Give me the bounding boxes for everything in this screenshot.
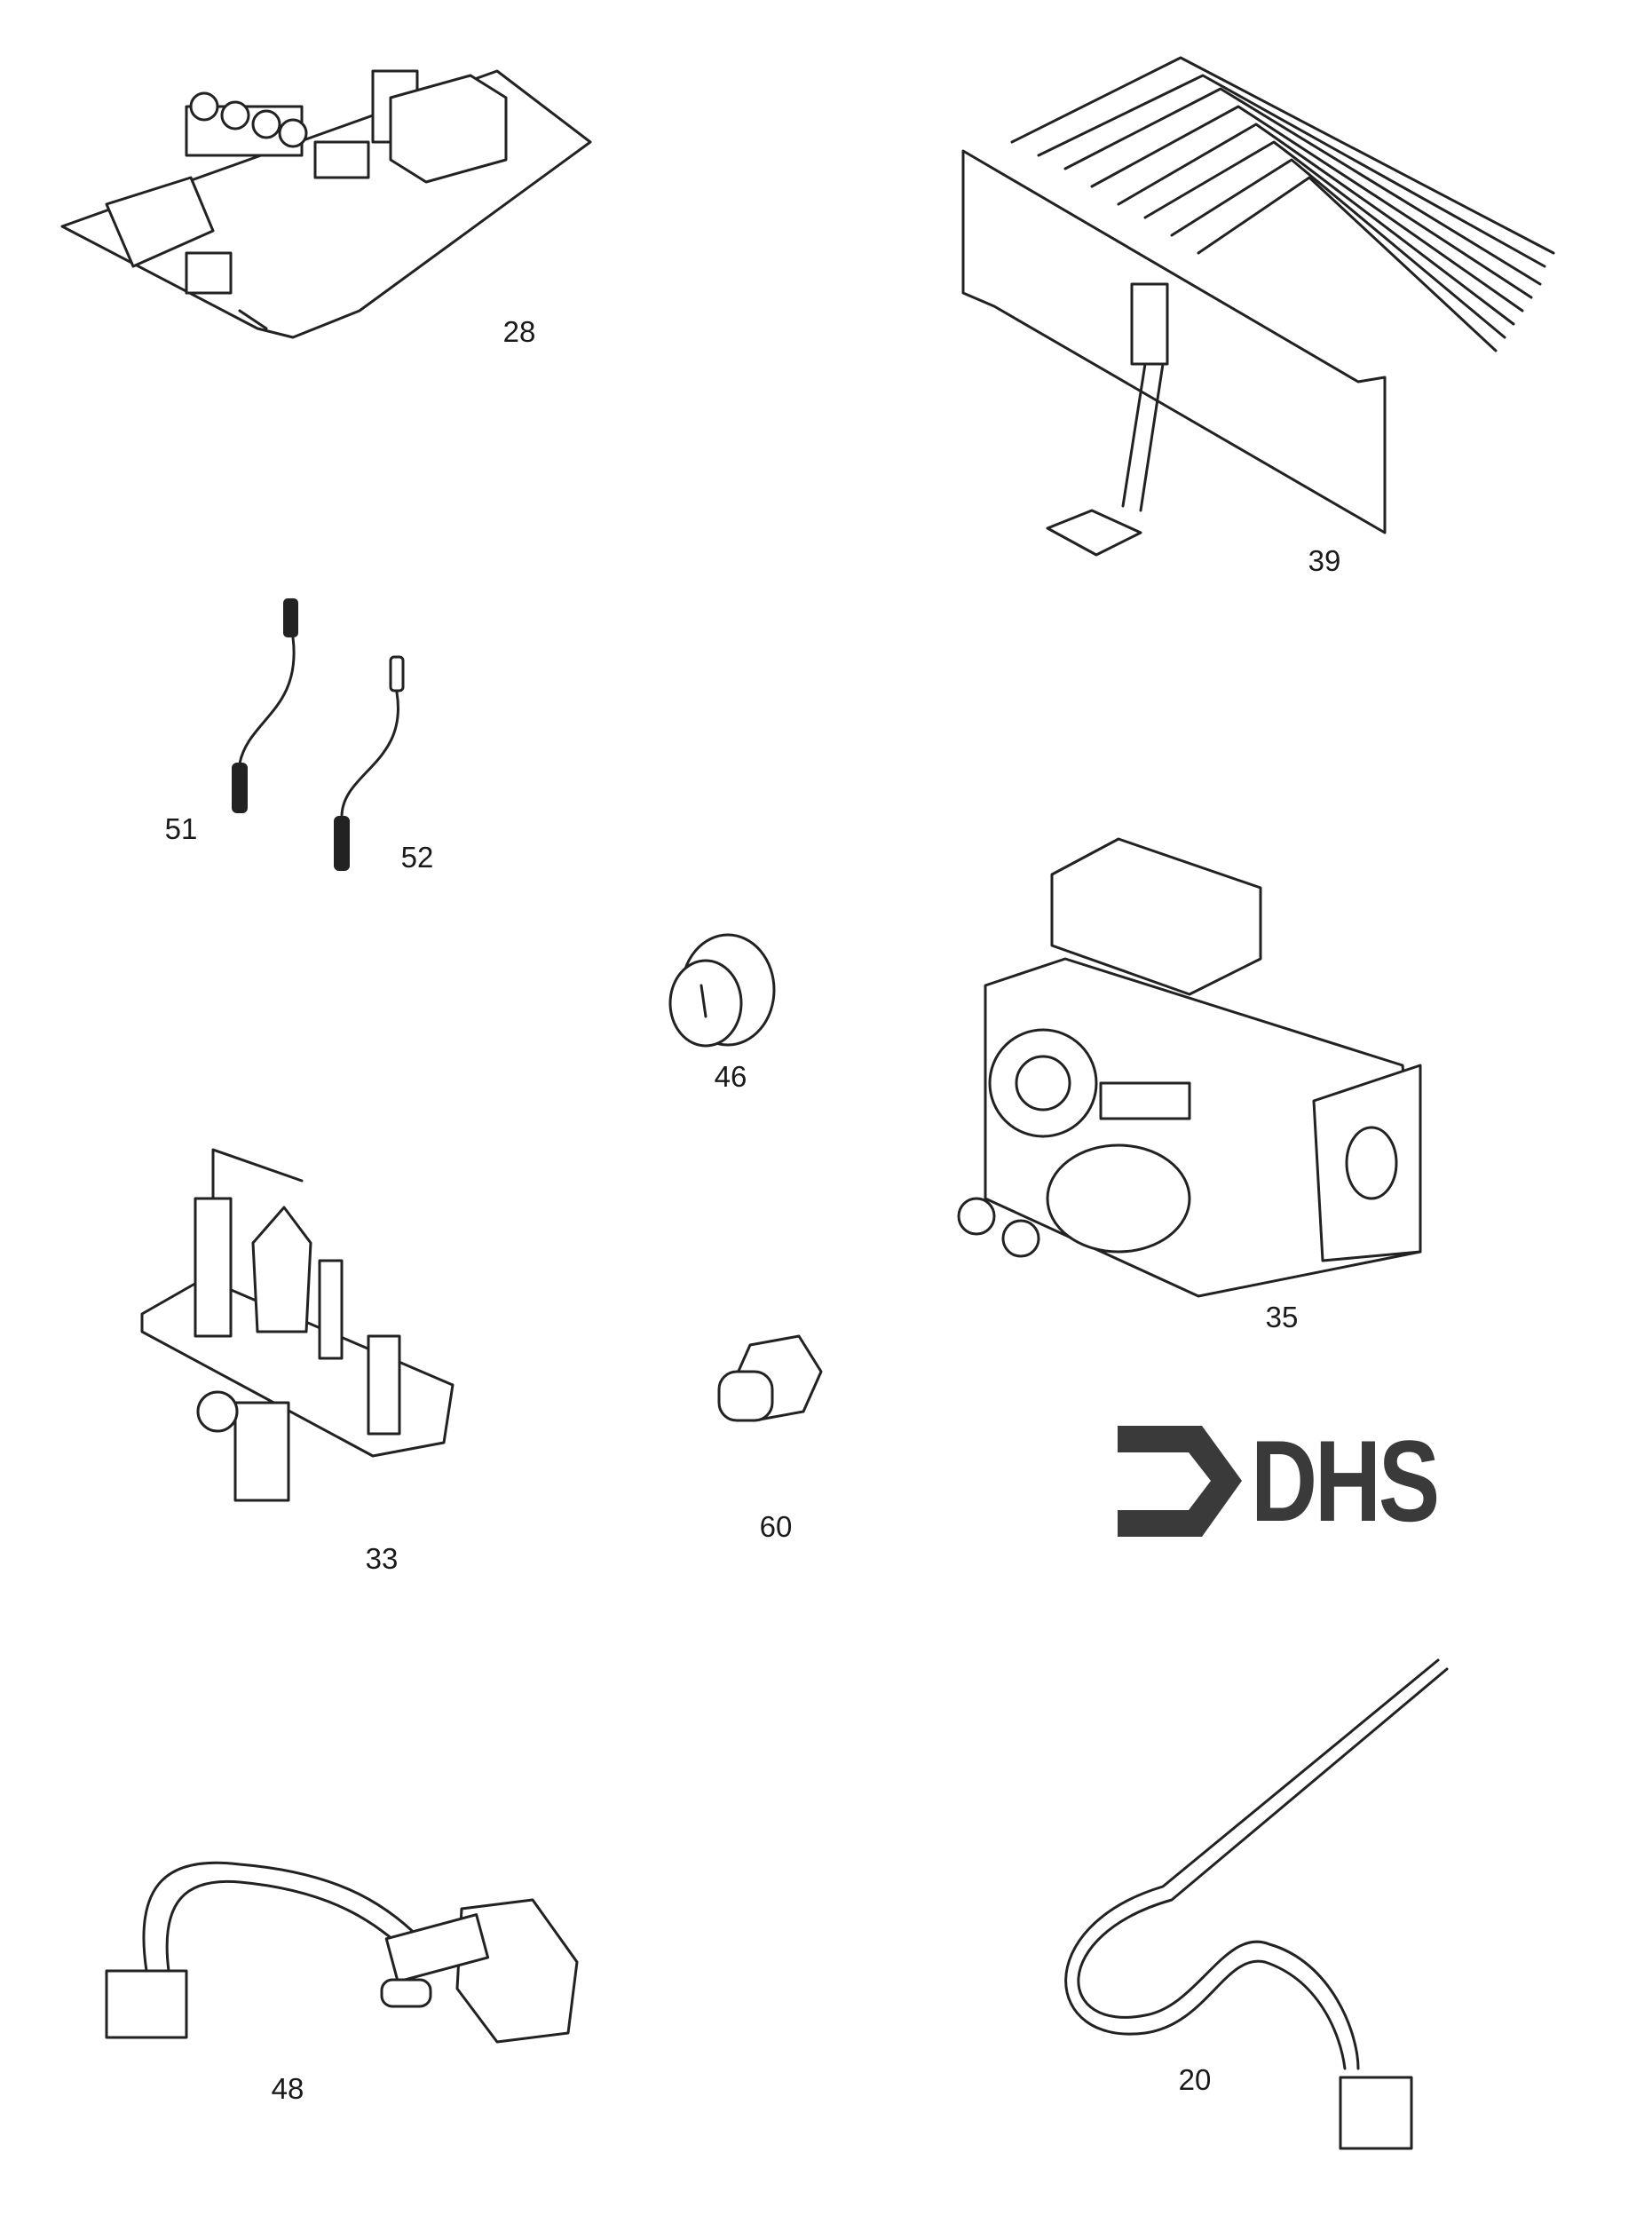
part-label-52: 52 (400, 841, 434, 874)
part-label-60: 60 (759, 1510, 793, 1543)
part-label-33: 33 (365, 1542, 399, 1575)
lead-part-52 (334, 655, 405, 871)
part-label-20: 20 (1178, 2063, 1212, 2096)
lead-part-51 (232, 598, 298, 813)
part-label-46: 46 (714, 1060, 747, 1093)
gas-valve-part-35 (957, 837, 1422, 1298)
plug-part-60 (717, 1334, 823, 1422)
part-label-48: 48 (271, 2072, 304, 2105)
potentiometer-harness-part-48 (105, 1861, 579, 2044)
pcb-part-28 (60, 69, 592, 339)
pilot-assembly-part-33 (140, 1148, 454, 1502)
sensor-part-20 (1064, 1658, 1449, 2150)
dhs-arrow-logo-icon (1118, 1426, 1242, 1537)
dhs-logo: DHS (1118, 1417, 1489, 1546)
burner-part-39 (961, 56, 1555, 557)
part-label-28: 28 (502, 315, 536, 348)
part-label-35: 35 (1265, 1301, 1299, 1333)
part-label-39: 39 (1308, 544, 1341, 577)
knob-part-46 (668, 933, 776, 1048)
part-label-51: 51 (164, 812, 198, 845)
logo-text: DHS (1251, 1416, 1440, 1546)
